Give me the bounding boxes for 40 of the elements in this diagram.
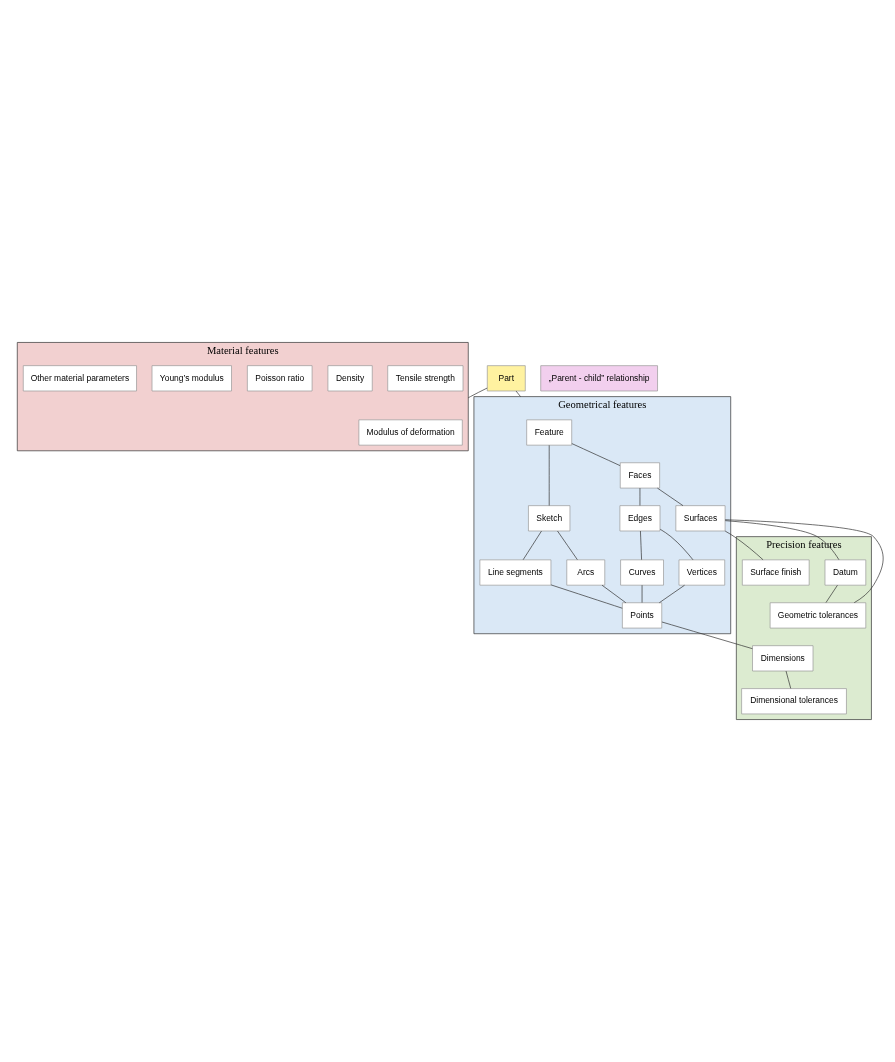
connector (724, 519, 884, 603)
node-box: Poisson ratio (247, 365, 313, 392)
connector (601, 584, 627, 604)
node-box: Tensile strength (387, 365, 464, 392)
connector (661, 621, 753, 650)
node-box: Datum (824, 559, 867, 586)
node-box: Density (327, 365, 373, 392)
node-box: Vertices (678, 559, 726, 586)
connector (550, 584, 623, 609)
node-box: Surface finish (741, 559, 810, 586)
node-box: Sketch (528, 505, 571, 532)
connector (785, 670, 792, 689)
connector (640, 530, 642, 561)
node-box: Feature (526, 419, 573, 446)
node-box: Surfaces (675, 505, 726, 532)
connector (657, 487, 684, 506)
node-box: Geometric tolerances (769, 602, 867, 629)
connector (522, 530, 542, 561)
node-box: Dimensional tolerances (741, 688, 847, 715)
connector (658, 584, 685, 604)
node-box: Curves (620, 559, 664, 586)
node-box: Faces (619, 462, 660, 489)
connector (557, 530, 578, 561)
node-box: Arcs (566, 559, 606, 586)
node-box: Other material parameters (22, 365, 137, 392)
node-box: „Parent - child” relationship (540, 365, 658, 392)
node-box: Edges (619, 505, 661, 532)
connector (724, 520, 840, 561)
connector (724, 530, 764, 561)
node-box: Part (486, 365, 526, 392)
node-box: Line segments (479, 559, 552, 586)
node-box: Points (622, 602, 663, 629)
connector (571, 443, 621, 466)
node-box: Young’s modulus (151, 365, 232, 392)
connector (515, 390, 521, 397)
node-box: Dimensions (752, 645, 814, 672)
connector (659, 528, 694, 561)
connector (825, 584, 838, 603)
connector (467, 387, 488, 399)
node-box: Modulus of deformation (358, 419, 463, 446)
